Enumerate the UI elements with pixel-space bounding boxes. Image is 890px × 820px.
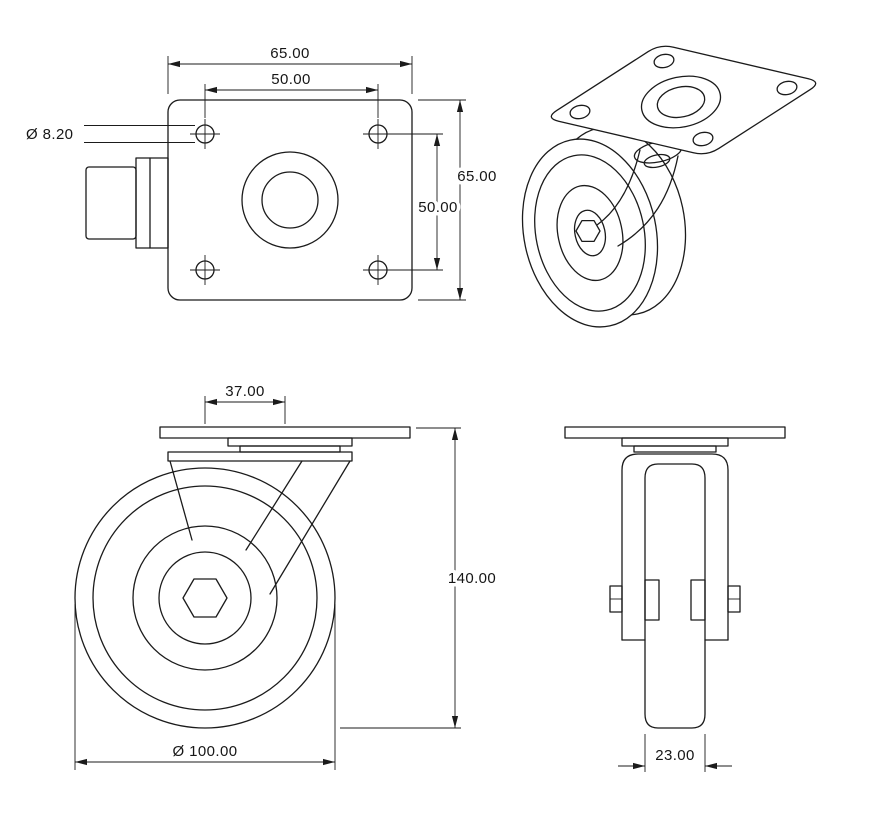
swivel-raceway-front xyxy=(621,437,729,453)
fork-front xyxy=(621,453,729,641)
dim-wheel-width: 23.00 xyxy=(618,734,732,772)
axle-hex-nut-iso xyxy=(575,219,601,243)
swivel-boss xyxy=(241,151,339,249)
top-plate-side xyxy=(159,426,411,439)
dim-wheel-diameter: Ø 100.00 xyxy=(74,604,336,770)
dim-label-wheel-width: 23.00 xyxy=(655,747,695,764)
dim-label-plate-depth: 65.00 xyxy=(457,168,497,185)
wheel-face-rings xyxy=(534,154,646,312)
bolt-hole-top-left xyxy=(190,119,220,149)
side-view: 37.00 140.00 Ø 100.00 xyxy=(74,380,499,770)
dim-label-hole-spacing-vertical: 50.00 xyxy=(418,199,458,216)
leader-hole-diameter: Ø 8.20 xyxy=(23,123,195,147)
dim-plate-depth-right: 65.00 xyxy=(418,99,500,301)
dim-label-swivel-offset: 37.00 xyxy=(225,383,265,400)
swivel-raceway-side xyxy=(227,437,353,453)
center-ring-iso xyxy=(640,75,722,129)
mounting-plate-iso xyxy=(550,45,817,155)
wheel-front xyxy=(644,463,706,729)
wheel-side xyxy=(74,467,336,729)
top-plate-front xyxy=(564,426,786,439)
isometric-view xyxy=(521,45,817,328)
dim-hole-spacing-top: 50.00 xyxy=(204,68,379,118)
dim-label-wheel-diameter: Ø 100.00 xyxy=(173,743,238,760)
dim-plate-width-top: 65.00 xyxy=(167,42,413,94)
dim-label-overall-height: 140.00 xyxy=(448,570,496,587)
front-view: 23.00 xyxy=(564,426,786,772)
dim-hole-spacing-right: 50.00 xyxy=(392,133,461,271)
fork-side xyxy=(167,451,353,595)
axle-hex-nut-side xyxy=(182,578,228,618)
dim-label-hole-diameter: Ø 8.20 xyxy=(26,126,73,143)
axle-nut-right xyxy=(727,585,741,613)
bolt-hole-bottom-left xyxy=(190,255,220,285)
dim-label-plate-width: 65.00 xyxy=(270,45,310,62)
dim-swivel-offset: 37.00 xyxy=(204,380,286,424)
wheel-top-projection xyxy=(85,157,169,249)
axle-nut-left xyxy=(609,585,623,613)
dim-label-hole-spacing-horizontal: 50.00 xyxy=(271,71,311,88)
dim-overall-height: 140.00 xyxy=(340,427,499,729)
plate-bolt-holes-iso xyxy=(569,53,798,147)
bolt-hole-bottom-right xyxy=(363,255,393,285)
top-view: Ø 8.20 65.00 50.00 65.00 50. xyxy=(23,42,500,301)
bolt-hole-top-right xyxy=(363,119,393,149)
